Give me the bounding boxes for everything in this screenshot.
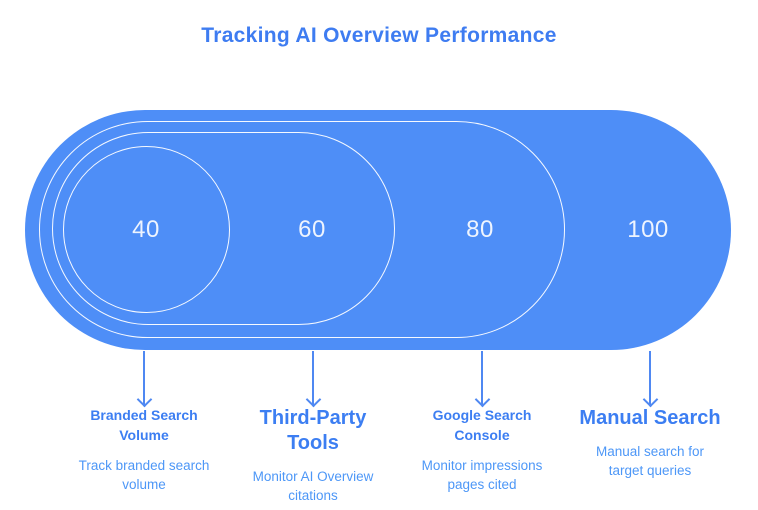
ring-60-outline bbox=[52, 132, 395, 325]
section-description: Monitor impressions pages cited bbox=[421, 458, 543, 493]
label-google-search-console: Google Search Console Monitor impression… bbox=[402, 406, 562, 495]
section-heading: Google Search Console bbox=[432, 407, 532, 443]
section-heading: Manual Search bbox=[579, 407, 721, 429]
section-description: Manual search for target queries bbox=[595, 444, 705, 478]
arrow-down-icon bbox=[312, 351, 314, 406]
arrow-down-icon bbox=[649, 351, 651, 406]
ring-80-outline bbox=[39, 121, 565, 338]
label-branded-search-volume: Branded Search Volume Track branded sear… bbox=[64, 406, 224, 495]
section-description: Track branded search volume bbox=[78, 458, 210, 493]
ring-40-value: 40 bbox=[132, 216, 160, 243]
ring-40-outline bbox=[63, 146, 230, 313]
page-title: Tracking AI Overview Performance bbox=[201, 24, 557, 47]
section-description: Monitor AI Overview citations bbox=[252, 469, 374, 503]
arrow-down-icon bbox=[143, 351, 145, 406]
label-manual-search: Manual Search Manual search for target q… bbox=[570, 406, 730, 481]
section-heading: Branded Search Volume bbox=[90, 407, 198, 443]
ring-100-value: 100 bbox=[627, 216, 669, 243]
ring-60-value: 60 bbox=[298, 216, 326, 243]
arrow-down-icon bbox=[481, 351, 483, 406]
ring-80-value: 80 bbox=[466, 216, 494, 243]
label-third-party-tools: Third-Party Tools Monitor AI Overview ci… bbox=[233, 406, 393, 506]
section-heading: Third-Party Tools bbox=[259, 407, 367, 454]
